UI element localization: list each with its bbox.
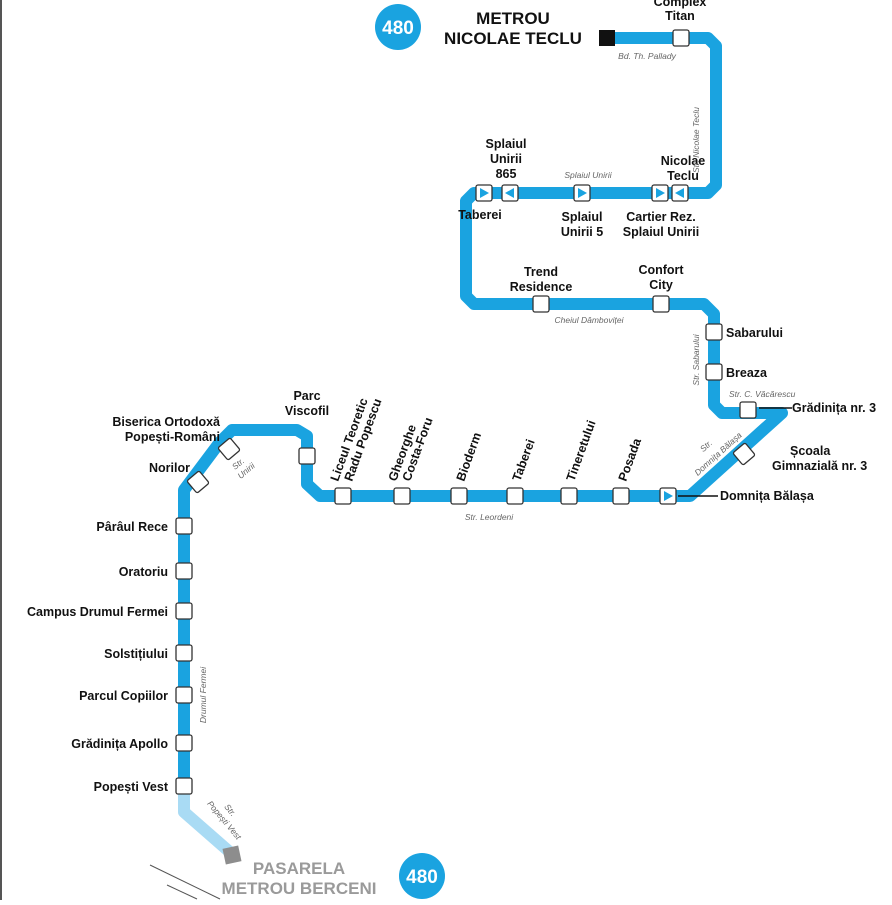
connector-pasarela-a bbox=[149, 864, 221, 900]
route-badge-south: 480 bbox=[399, 853, 445, 899]
street-pallady: Bd. Th. Pallady bbox=[618, 51, 676, 61]
label-scoala-1: Școala bbox=[790, 444, 831, 458]
label-confort-1: Confort bbox=[638, 263, 684, 277]
label-bioderm: Bioderm bbox=[454, 431, 484, 483]
label-sabarului: Sabarului bbox=[726, 326, 783, 340]
label-cartier-rez-1: Cartier Rez. bbox=[626, 210, 695, 224]
label-cartier-rez-2: Splaiul Unirii bbox=[623, 225, 699, 239]
stop-popesti-vest bbox=[175, 777, 193, 795]
stop-parcul-copiilor bbox=[175, 686, 193, 704]
label-confort-2: City bbox=[649, 278, 673, 292]
label-nicolae-teclu-1: Nicolae bbox=[661, 154, 706, 168]
label-parc-viscofil-1: Parc bbox=[293, 389, 320, 403]
terminal-north-line1: METROU bbox=[476, 9, 550, 28]
connector-pasarela-b bbox=[166, 884, 198, 900]
stop-posada bbox=[612, 487, 630, 505]
stop-tineretului bbox=[560, 487, 578, 505]
label-popesti-vest: Popești Vest bbox=[94, 780, 169, 794]
stop-parc-viscofil bbox=[298, 447, 316, 465]
stop-sabarului bbox=[705, 323, 723, 341]
terminal-marker-north bbox=[599, 30, 615, 46]
label-solstitiului: Solstițiului bbox=[104, 647, 168, 661]
label-posada: Posada bbox=[616, 435, 645, 483]
label-campus: Campus Drumul Fermei bbox=[27, 605, 168, 619]
label-splaiul-unirii-5-1: Splaiul bbox=[562, 210, 603, 224]
street-nicolae-teclu: Str. Nicolae Teclu bbox=[691, 107, 701, 173]
label-trend-1: Trend bbox=[524, 265, 558, 279]
stop-bioderm bbox=[450, 487, 468, 505]
stop-norilor bbox=[186, 470, 210, 494]
stop-trend-residence bbox=[532, 295, 550, 313]
stop-paraul-rece bbox=[175, 517, 193, 535]
stop-liceu bbox=[334, 487, 352, 505]
stop-taberei-bottom bbox=[506, 487, 524, 505]
label-gradinita-nr3: Grădinița nr. 3 bbox=[792, 401, 876, 415]
label-domnita-balasa: Domnița Bălașa bbox=[720, 489, 815, 503]
stop-oratoriu bbox=[175, 562, 193, 580]
street-sabarului: Str. Sabarului bbox=[691, 333, 701, 385]
terminal-south-line2: METROU BERCENI bbox=[222, 879, 377, 898]
label-gradinita-apollo: Grădinița Apollo bbox=[71, 737, 168, 751]
route-line-faded bbox=[178, 784, 238, 860]
route-number-north: 480 bbox=[382, 18, 414, 39]
label-breaza: Breaza bbox=[726, 366, 768, 380]
label-biserica-2: Popești-Români bbox=[125, 430, 220, 444]
stop-nicolae-teclu-arrow bbox=[651, 184, 669, 202]
stop-gradinita-apollo bbox=[175, 734, 193, 752]
stop-biserica bbox=[217, 437, 241, 461]
stop-gheorghe bbox=[393, 487, 411, 505]
label-scoala-2: Gimnazială nr. 3 bbox=[772, 459, 867, 473]
stop-cartier-rez-arrow bbox=[671, 184, 689, 202]
label-parcul-copiilor: Parcul Copiilor bbox=[79, 689, 168, 703]
street-drumul-fermei: Drumul Fermei bbox=[198, 666, 208, 723]
label-complex-titan-1: Complex bbox=[654, 0, 707, 9]
label-complex-titan-2: Titan bbox=[665, 9, 695, 23]
label-splaiul-865-1: Splaiul bbox=[486, 137, 527, 151]
stop-complex-titan bbox=[672, 29, 690, 47]
stop-confort-city bbox=[652, 295, 670, 313]
route-line bbox=[178, 32, 788, 796]
label-splaiul-unirii-5-2: Unirii 5 bbox=[561, 225, 603, 239]
label-oratoriu: Oratoriu bbox=[119, 565, 168, 579]
stop-splaiul-unirii-5-arrow bbox=[573, 184, 591, 202]
label-parc-viscofil-2: Viscofil bbox=[285, 404, 329, 418]
stop-scoala bbox=[732, 442, 756, 466]
stop-domnita-balasa-arrow bbox=[659, 487, 677, 505]
stop-taberei-top-arrow bbox=[475, 184, 493, 202]
label-nicolae-teclu-2: Teclu bbox=[667, 169, 699, 183]
route-badge-north: 480 bbox=[375, 4, 421, 50]
label-biserica-1: Biserica Ortodoxă bbox=[112, 415, 221, 429]
label-paraul-rece: Pârâul Rece bbox=[96, 520, 168, 534]
street-vacarescu: Str. C. Văcărescu bbox=[729, 389, 796, 399]
route-number-south: 480 bbox=[406, 867, 438, 888]
terminal-marker-south bbox=[222, 845, 242, 865]
label-tineretului: Tineretului bbox=[564, 418, 599, 483]
stop-splaiul-unirii-865-arrow bbox=[501, 184, 519, 202]
label-taberei-bottom: Taberei bbox=[510, 437, 538, 483]
street-cheiul: Cheiul Dâmboviței bbox=[555, 315, 625, 325]
street-splaiul-unirii: Splaiul Unirii bbox=[564, 170, 612, 180]
label-norilor: Norilor bbox=[149, 461, 190, 475]
street-leordeni: Str. Leordeni bbox=[465, 512, 514, 522]
terminal-north-line2: NICOLAE TECLU bbox=[444, 29, 582, 48]
stop-solstitiului bbox=[175, 644, 193, 662]
label-taberei-top: Taberei bbox=[458, 208, 502, 222]
label-splaiul-865-2: Unirii bbox=[490, 152, 522, 166]
label-splaiul-865-3: 865 bbox=[496, 167, 517, 181]
stop-gradinita-nr3 bbox=[739, 401, 757, 419]
stop-breaza bbox=[705, 363, 723, 381]
label-trend-2: Residence bbox=[510, 280, 573, 294]
terminal-south-line1: PASARELA bbox=[253, 859, 345, 878]
stop-campus bbox=[175, 602, 193, 620]
